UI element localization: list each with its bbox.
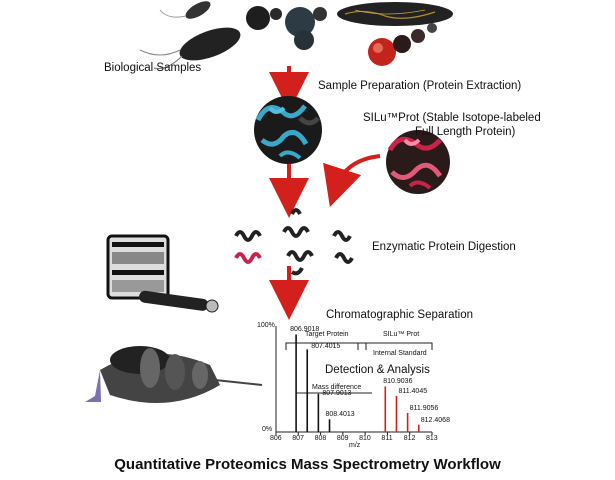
spectrum-target-label: Target Protein (305, 331, 349, 338)
spectrum-x-unit: m/z (349, 442, 361, 449)
label-silu-prot-line2: Full Length Protein) (415, 126, 516, 138)
hplc-instrument-icon (106, 234, 219, 313)
flow-arrow (269, 66, 381, 320)
x-tick-label: 809 (336, 435, 349, 442)
peak-label: 807.4015 (311, 343, 341, 351)
x-tick-label: 807 (292, 435, 304, 442)
peptide-fragments-icon (234, 208, 354, 276)
cells-icon (246, 6, 327, 50)
spectrum-internal-standard: Internal Standard (373, 350, 427, 357)
label-digestion: Enzymatic Protein Digestion (372, 241, 516, 253)
peak-label: 806.9018 (290, 326, 320, 334)
x-tick-label: 806 (270, 435, 282, 442)
protein-structure-icon (254, 96, 322, 164)
label-silu-prot-line1: SILu™Prot (Stable Isotope-labeled (363, 112, 541, 124)
peak-label: 807.9013 (322, 389, 352, 397)
spectrum-mass-difference: Mass difference (312, 384, 362, 391)
mass-spectrometer-icon (85, 346, 263, 403)
x-tick-label: 811 (381, 435, 393, 442)
peak-label: 810.9036 (383, 378, 413, 386)
spectrum-y-top: 100% (257, 322, 275, 329)
label-biological-samples: Biological Samples (104, 62, 202, 74)
spectrum-silu-label: SILu™ Prot (383, 331, 420, 338)
x-tick-label: 813 (426, 435, 438, 442)
bacteria-icon (139, 1, 241, 69)
peak-label: 808.4013 (325, 411, 355, 419)
x-tick-label: 808 (314, 435, 327, 442)
label-detection: Detection & Analysis (325, 364, 430, 376)
peak-label: 811.4045 (398, 387, 428, 395)
tissue-icon (337, 2, 453, 66)
page-title: Quantitative Proteomics Mass Spectrometr… (114, 456, 501, 473)
labeled-protein-icon (386, 130, 450, 194)
label-chromatography: Chromatographic Separation (326, 309, 474, 321)
spectrum-y-bottom: 0% (262, 426, 273, 433)
mass-spectrum-chart (275, 326, 433, 435)
label-sample-preparation: Sample Preparation (Protein Extraction) (318, 80, 522, 92)
peak-label: 811.9056 (409, 404, 439, 412)
x-tick-label: 812 (403, 435, 416, 442)
peak-label: 812.4068 (420, 416, 450, 424)
x-tick-label: 810 (359, 435, 371, 442)
